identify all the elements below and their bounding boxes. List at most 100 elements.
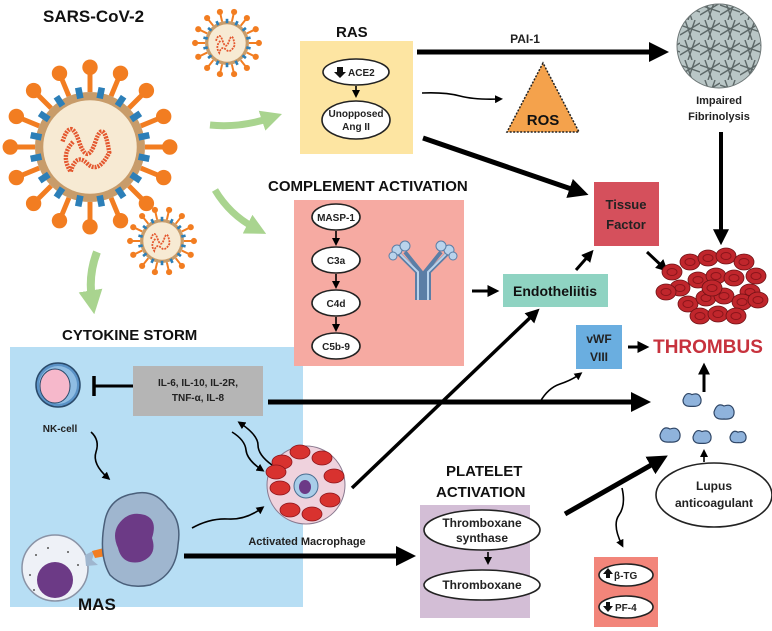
platelet bbox=[729, 430, 747, 444]
membrane-protein bbox=[207, 54, 213, 60]
cytokine-list-box bbox=[133, 366, 263, 416]
spike-head bbox=[155, 108, 172, 125]
sars-cov-2-virus-icon bbox=[2, 59, 178, 235]
spike-head bbox=[187, 224, 194, 231]
red-blood-cell-center bbox=[752, 296, 764, 304]
red-blood-cell bbox=[725, 307, 747, 325]
unopposed-ang-ii-node bbox=[321, 100, 391, 140]
tissue-factor-to-thrombus-arrow bbox=[645, 250, 668, 272]
spike-head bbox=[139, 212, 146, 220]
viral-rna bbox=[150, 232, 171, 253]
membrane-protein bbox=[181, 244, 186, 248]
membrane-protein bbox=[96, 194, 106, 207]
mas-cells-icon bbox=[21, 491, 180, 602]
green-arrow-to-ras bbox=[209, 110, 282, 131]
unopposed-label: Unopposed bbox=[329, 109, 384, 120]
cytokine-list-line2: TNF-α, IL-8 bbox=[172, 393, 225, 404]
red-blood-cell-center bbox=[692, 276, 704, 284]
red-blood-cell-center bbox=[712, 310, 724, 318]
membrane-protein bbox=[234, 20, 239, 26]
membrane-protein bbox=[176, 224, 182, 230]
membrane-protein bbox=[114, 94, 127, 108]
pf-4-label: PF-4 bbox=[615, 603, 637, 614]
membrane-protein bbox=[30, 131, 43, 141]
spike-head bbox=[8, 169, 25, 186]
spike-head bbox=[82, 59, 98, 75]
spike-head bbox=[2, 139, 18, 155]
red-blood-cell bbox=[655, 283, 677, 301]
red-blood-cell bbox=[279, 502, 301, 518]
spike-head bbox=[192, 39, 199, 47]
spike-head bbox=[252, 26, 259, 33]
red-blood-cell bbox=[747, 291, 769, 309]
pf-4-node bbox=[598, 595, 654, 619]
membrane-protein bbox=[160, 216, 164, 222]
nk-cell-label: NK-cell bbox=[43, 424, 78, 435]
spike-head bbox=[51, 65, 68, 82]
beta-tg-node bbox=[598, 563, 654, 587]
membrane-protein bbox=[74, 194, 84, 207]
vwf-line2: VIII bbox=[590, 350, 608, 364]
red-blood-cell bbox=[311, 450, 333, 466]
cytokine-to-macrophage-arrow bbox=[231, 431, 265, 472]
spike-head bbox=[162, 139, 178, 155]
red-blood-cell-center bbox=[684, 258, 696, 266]
red-blood-cell bbox=[323, 468, 345, 484]
membrane-protein bbox=[129, 171, 143, 184]
tissue-factor-line2: Factor bbox=[606, 217, 646, 232]
endotheliitis-to-tissue-factor-arrow bbox=[574, 249, 594, 271]
spike-head bbox=[166, 269, 173, 276]
spike-head bbox=[130, 251, 137, 258]
red-blood-cell-center bbox=[728, 274, 740, 282]
red-blood-cell-center bbox=[750, 272, 762, 280]
spike-head bbox=[216, 8, 223, 15]
red-blood-cell bbox=[733, 253, 755, 271]
red-blood-cell bbox=[265, 464, 287, 480]
membrane-protein bbox=[138, 244, 143, 248]
spike-head bbox=[139, 262, 146, 270]
virus-core bbox=[143, 222, 181, 260]
complement-step-node bbox=[311, 246, 361, 274]
membrane-protein bbox=[150, 258, 155, 264]
membrane-protein bbox=[234, 60, 239, 66]
spike-head bbox=[51, 212, 68, 229]
title-sars-cov-2: SARS-CoV-2 bbox=[43, 7, 144, 26]
membrane-protein bbox=[74, 87, 84, 100]
down-arrow-icon bbox=[603, 602, 613, 612]
activated-macrophage-icon bbox=[265, 444, 346, 525]
spike-head bbox=[255, 39, 262, 47]
activated-macrophage-label: Activated Macrophage bbox=[248, 536, 365, 548]
ras-to-ros-arrow bbox=[421, 92, 503, 104]
spike-head bbox=[25, 195, 42, 212]
complement-step-node bbox=[311, 289, 361, 317]
spike-head bbox=[252, 53, 259, 60]
spike-head bbox=[112, 65, 129, 82]
spike-head bbox=[178, 262, 185, 270]
platelet bbox=[682, 392, 702, 407]
red-blood-cell bbox=[301, 506, 323, 522]
up-arrow-icon bbox=[603, 568, 613, 578]
membrane-protein bbox=[160, 260, 164, 266]
red-blood-cell-center bbox=[660, 288, 672, 296]
beta-tg-label: β-TG bbox=[614, 571, 638, 582]
membrane-protein bbox=[225, 62, 229, 68]
spike-head bbox=[243, 14, 250, 22]
spike-head bbox=[138, 195, 155, 212]
vwf-line1: vWF bbox=[586, 332, 611, 346]
endotheliitis-label: Endotheliitis bbox=[513, 283, 597, 299]
antibody-icon bbox=[388, 240, 458, 300]
membrane-protein bbox=[96, 87, 106, 100]
membrane-protein bbox=[142, 224, 148, 230]
red-blood-cell-center bbox=[718, 292, 730, 300]
membrane-protein bbox=[129, 110, 143, 123]
membrane-protein bbox=[142, 252, 148, 258]
membrane-protein bbox=[176, 252, 182, 258]
red-blood-cell bbox=[689, 307, 711, 325]
thromboxane-synthase-line2: synthase bbox=[456, 531, 508, 545]
thromboxane-label: Thromboxane bbox=[442, 578, 522, 592]
complement-step-node bbox=[311, 332, 361, 360]
mas-label: MAS bbox=[78, 595, 116, 614]
mas-to-macrophage-arrow bbox=[191, 506, 265, 529]
membrane-protein bbox=[207, 26, 213, 32]
